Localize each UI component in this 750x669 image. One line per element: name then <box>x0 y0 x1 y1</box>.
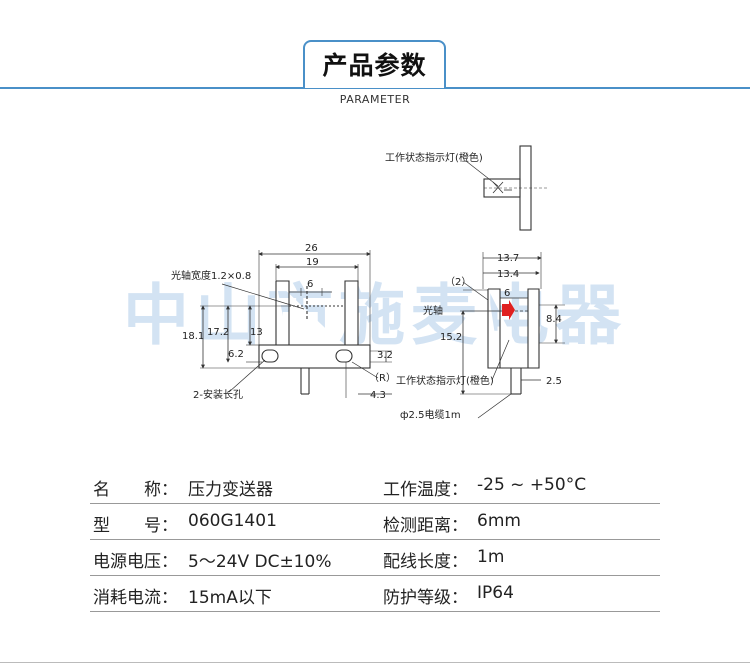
dim-2-5: 2.5 <box>546 376 562 387</box>
right-view-labels: 13.7 13.4 （2） 6 光轴 8.4 15.2 工作状态指示灯(橙色) … <box>396 253 562 421</box>
dim-6-right: 6 <box>504 288 510 299</box>
spec-model-value: 060G1401 <box>188 511 277 531</box>
spec-row: 名 称： 压力变送器 工作温度： -25 ~ +50°C <box>90 467 660 504</box>
spec-temp-value: -25 ~ +50°C <box>477 475 587 495</box>
spec-row: 电源电压： 5～24V DC±10% 配线长度： 1m <box>90 539 660 576</box>
dim-13-4: 13.4 <box>497 269 519 280</box>
page-title: 产品参数 <box>322 51 427 80</box>
label-shaft-width: 光轴宽度1.2×0.8 <box>171 269 251 282</box>
label-optical-axis: 光轴 <box>423 304 443 317</box>
dim-26: 26 <box>305 243 318 254</box>
spec-current-label: 消耗电流： <box>93 588 178 608</box>
dimension-drawing: 中山市施麦电器 <box>123 145 621 421</box>
right-view <box>460 252 565 419</box>
spec-cable-value: 1m <box>477 547 505 567</box>
left-view-labels: 26 19 6 光轴宽度1.2×0.8 18.1 17.2 13 6.2 3.2… <box>171 243 396 401</box>
spec-distance-label: 检测距离： <box>383 516 468 536</box>
label-cable: ф2.5电缆1m <box>400 408 461 421</box>
dim-3-2: 3.2 <box>377 350 393 361</box>
spec-temp-label: 工作温度： <box>383 480 468 500</box>
dim-4-3: 4.3 <box>370 390 386 401</box>
label-2: （2） <box>445 276 471 288</box>
left-view <box>200 250 392 398</box>
dim-13: 13 <box>250 327 263 338</box>
spec-row: 型 号： 060G1401 检测距离： 6mm <box>90 503 660 540</box>
spec-protection-label: 防护等级： <box>383 588 468 608</box>
top-right-view <box>465 145 548 231</box>
dim-6-left: 6 <box>307 279 313 290</box>
title-tab <box>303 40 446 88</box>
label-r: （R） <box>369 372 396 384</box>
dim-13-7: 13.7 <box>497 253 519 264</box>
spec-name-label: 名 称： <box>93 480 178 500</box>
spec-voltage-value: 5～24V DC±10% <box>188 552 332 572</box>
spec-row: 消耗电流： 15mA以下 防护等级： IP64 <box>90 575 660 612</box>
dim-8-4: 8.4 <box>546 314 562 325</box>
dim-15-2: 15.2 <box>440 332 462 343</box>
page-subtitle: PARAMETER <box>339 93 411 106</box>
label-indicator-side: 工作状态指示灯(橙色) <box>396 374 494 387</box>
label-indicator-top: 工作状态指示灯(橙色) <box>385 151 483 164</box>
spec-name-value: 压力变送器 <box>188 480 273 500</box>
spec-voltage-label: 电源电压： <box>93 552 178 572</box>
dim-17-2: 17.2 <box>207 327 229 338</box>
spec-distance-value: 6mm <box>477 511 521 531</box>
header-rule <box>0 87 750 89</box>
dim-6-2: 6.2 <box>228 349 244 360</box>
spec-protection-value: IP64 <box>477 583 514 603</box>
indicator-arrow-icon <box>502 300 515 320</box>
dim-18-1: 18.1 <box>182 331 204 342</box>
spec-current-value: 15mA以下 <box>188 588 272 608</box>
spec-cable-label: 配线长度： <box>383 552 468 572</box>
label-mount-holes: 2-安装长孔 <box>193 388 243 401</box>
bottom-divider <box>0 662 750 663</box>
spec-model-label: 型 号： <box>93 516 178 536</box>
dim-19: 19 <box>306 257 319 268</box>
